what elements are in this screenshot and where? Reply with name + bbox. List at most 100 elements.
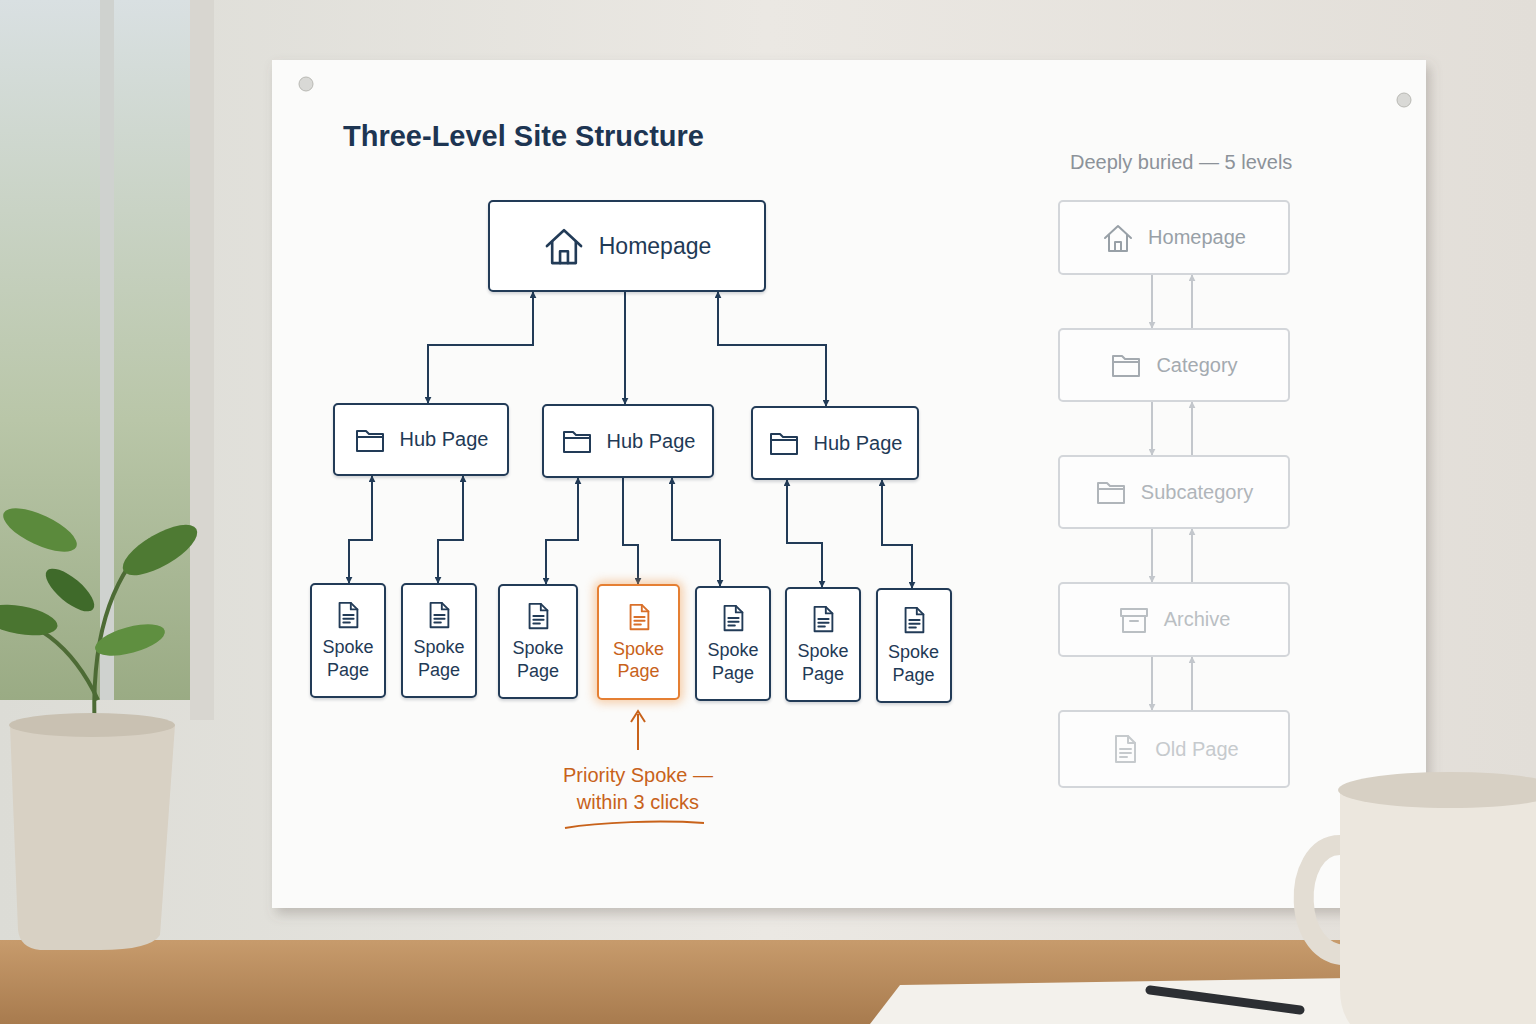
link-arrow bbox=[718, 292, 826, 406]
node-content: Homepage bbox=[1102, 222, 1246, 254]
node-icon bbox=[718, 603, 748, 633]
doc-icon bbox=[333, 600, 363, 630]
node-icon bbox=[561, 425, 593, 457]
node-label: Spoke Page bbox=[508, 637, 568, 682]
box-icon bbox=[1118, 604, 1150, 636]
node-content: Spoke Page bbox=[508, 601, 568, 682]
node-label: Archive bbox=[1164, 607, 1231, 632]
node-content: Homepage bbox=[543, 225, 712, 267]
node-content: Spoke Page bbox=[703, 603, 763, 684]
doc-icon bbox=[899, 605, 929, 635]
spoke-page-box: Spoke Page bbox=[695, 586, 771, 701]
spoke-page-box: Spoke Page bbox=[401, 583, 477, 698]
folder-icon bbox=[768, 427, 800, 459]
node-content: Spoke Page bbox=[318, 600, 378, 681]
node-label: Category bbox=[1156, 353, 1237, 378]
hub-page-box: Hub Page bbox=[542, 404, 714, 478]
node-content: Hub Page bbox=[561, 425, 696, 457]
node-label: Spoke Page bbox=[409, 636, 469, 681]
buried-level-box: Category bbox=[1058, 328, 1290, 402]
link-arrow bbox=[1151, 657, 1153, 710]
link-arrow bbox=[882, 480, 912, 588]
pin bbox=[299, 77, 313, 91]
doc-icon bbox=[718, 603, 748, 633]
house-icon bbox=[543, 225, 585, 267]
link-arrow bbox=[1151, 402, 1153, 455]
node-label: Spoke Page bbox=[609, 638, 669, 683]
link-arrow bbox=[787, 480, 822, 587]
node-content: Archive bbox=[1118, 604, 1231, 636]
link-arrow bbox=[672, 478, 720, 586]
link-arrow bbox=[1191, 529, 1193, 582]
spoke-page-box: Spoke Page bbox=[785, 587, 861, 702]
spoke-page-box: Spoke Page bbox=[310, 583, 386, 698]
link-arrow bbox=[428, 292, 533, 403]
doc-icon bbox=[624, 602, 654, 632]
desk bbox=[0, 940, 1536, 1024]
spoke-page-box: Spoke Page bbox=[498, 584, 578, 699]
link-arrow bbox=[624, 292, 626, 404]
node-label: Old Page bbox=[1155, 737, 1238, 762]
window-frame bbox=[190, 0, 214, 720]
buried-level-box: Homepage bbox=[1058, 200, 1290, 275]
buried-level-box: Subcategory bbox=[1058, 455, 1290, 529]
node-label: Subcategory bbox=[1141, 480, 1253, 505]
folder-icon bbox=[561, 425, 593, 457]
folder-icon bbox=[1095, 476, 1127, 508]
priority-callout: Priority Spoke — within 3 clicks bbox=[543, 762, 733, 816]
node-label: Spoke Page bbox=[884, 641, 944, 686]
node-icon bbox=[768, 427, 800, 459]
node-label: Hub Page bbox=[400, 427, 489, 452]
node-icon bbox=[624, 602, 654, 632]
window bbox=[0, 0, 200, 700]
node-icon bbox=[1118, 604, 1150, 636]
spoke-page-box: Spoke Page bbox=[597, 584, 680, 700]
node-label: Spoke Page bbox=[703, 639, 763, 684]
node-icon bbox=[808, 604, 838, 634]
node-content: Spoke Page bbox=[884, 605, 944, 686]
mug bbox=[1304, 772, 1536, 1024]
node-icon bbox=[523, 601, 553, 631]
buried-level-box: Old Page bbox=[1058, 710, 1290, 788]
doc-icon bbox=[1109, 733, 1141, 765]
node-content: Spoke Page bbox=[609, 602, 669, 683]
hub-page-box: Hub Page bbox=[333, 403, 509, 476]
doc-icon bbox=[424, 600, 454, 630]
node-label: Hub Page bbox=[814, 431, 903, 456]
node-icon bbox=[333, 600, 363, 630]
node-content: Old Page bbox=[1109, 733, 1238, 765]
node-label: Homepage bbox=[1148, 225, 1246, 250]
node-icon bbox=[543, 225, 585, 267]
link-arrow bbox=[349, 476, 372, 583]
hub-page-box: Hub Page bbox=[751, 406, 919, 480]
doc-icon bbox=[523, 601, 553, 631]
node-icon bbox=[1109, 733, 1141, 765]
link-arrow bbox=[1191, 402, 1193, 455]
diagram-title: Three-Level Site Structure bbox=[343, 120, 704, 153]
pin bbox=[1397, 93, 1411, 107]
link-arrow bbox=[623, 478, 638, 584]
link-arrow bbox=[546, 478, 578, 584]
node-icon bbox=[1102, 222, 1134, 254]
node-content: Hub Page bbox=[768, 427, 903, 459]
poster bbox=[272, 60, 1426, 908]
link-arrow bbox=[1191, 657, 1193, 710]
node-label: Homepage bbox=[599, 232, 712, 261]
link-arrow bbox=[438, 476, 463, 583]
node-content: Category bbox=[1110, 349, 1237, 381]
link-arrow bbox=[1151, 529, 1153, 582]
house-icon bbox=[1102, 222, 1134, 254]
node-content: Spoke Page bbox=[409, 600, 469, 681]
node-label: Spoke Page bbox=[318, 636, 378, 681]
node-content: Subcategory bbox=[1095, 476, 1253, 508]
link-arrow bbox=[1191, 275, 1193, 328]
link-arrow bbox=[1151, 275, 1153, 328]
node-content: Hub Page bbox=[354, 424, 489, 456]
folder-icon bbox=[1110, 349, 1142, 381]
spoke-page-box: Spoke Page bbox=[876, 588, 952, 703]
node-icon bbox=[1110, 349, 1142, 381]
